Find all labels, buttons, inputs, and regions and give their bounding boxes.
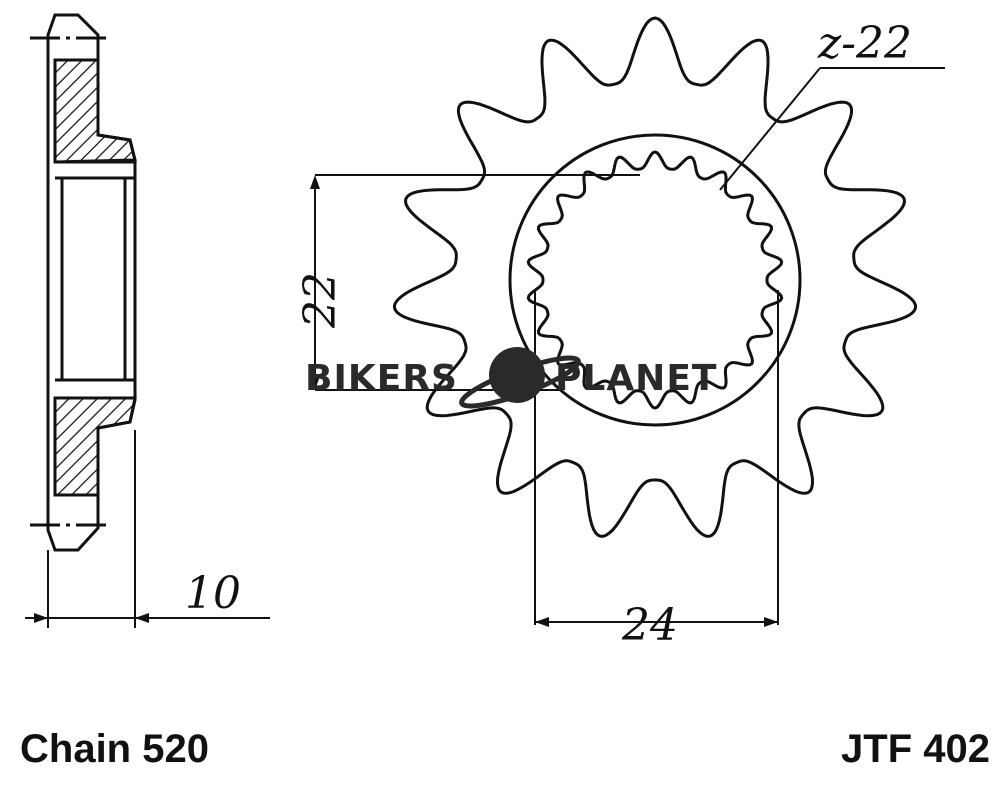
side-profile [46, 13, 137, 552]
inner-spline-outline [526, 150, 784, 410]
teeth-count-label: z-22 [817, 18, 912, 69]
thickness-dimension: 10 [185, 568, 241, 619]
chain-caption: Chain 520 [20, 727, 209, 771]
side-hatch-bottom [53, 396, 137, 497]
front-view [310, 16, 945, 627]
height-dimension: 22 [295, 272, 346, 329]
outer-teeth-outline [392, 16, 918, 538]
watermark-logo: BIKERS PLANET [305, 347, 717, 409]
watermark-left: BIKERS [305, 358, 458, 399]
hub-circle [508, 133, 802, 427]
width-dimension: 24 [621, 600, 678, 651]
watermark-right: PLANET [555, 358, 717, 399]
side-hatch-top [53, 58, 137, 164]
part-number: JTF 402 [841, 727, 990, 771]
side-view [25, 13, 270, 628]
